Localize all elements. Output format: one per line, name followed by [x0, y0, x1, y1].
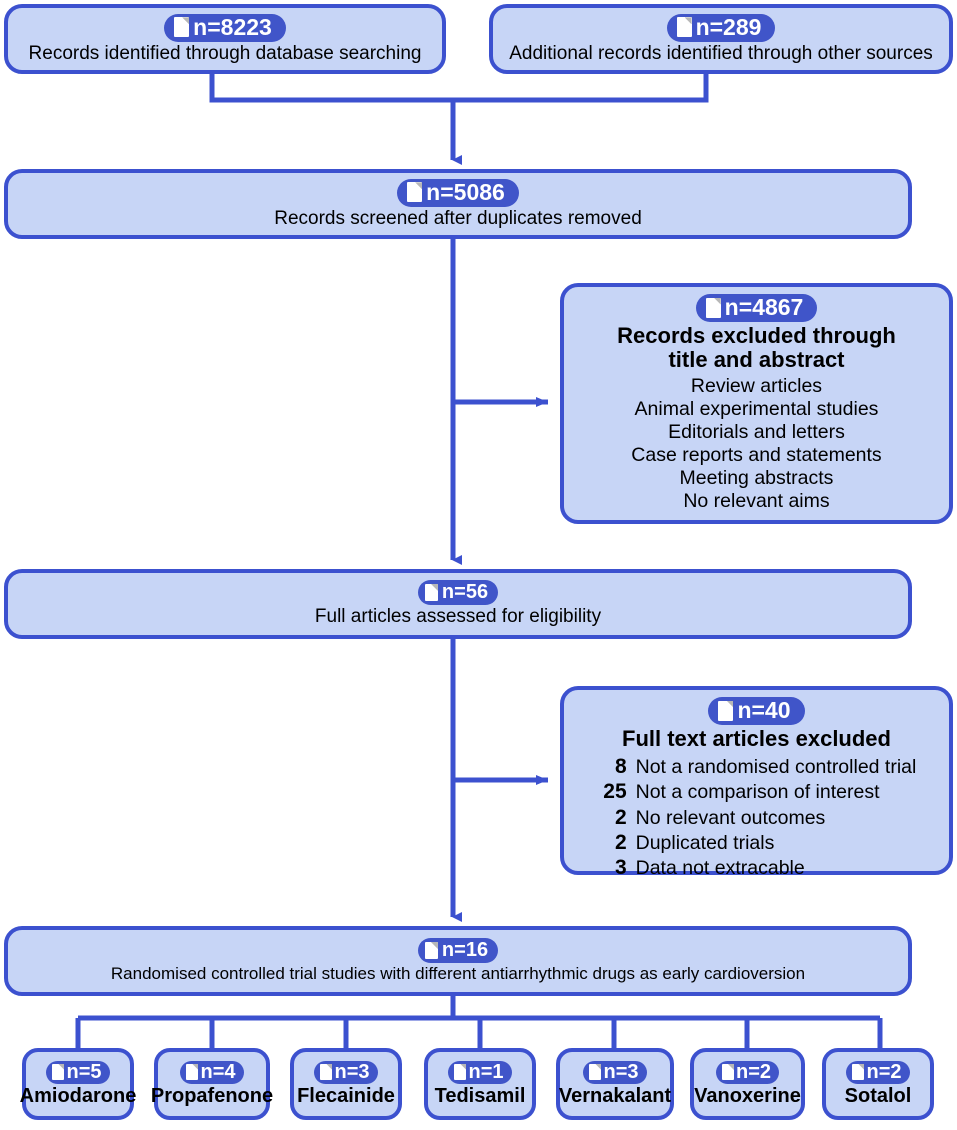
table-row: 2 Duplicated trials [597, 830, 917, 855]
document-icon [174, 17, 190, 38]
box-drug-vanoxerine: n=2 Vanoxerine [690, 1048, 805, 1120]
list-item: Animal experimental studies [634, 397, 879, 420]
box-caption: Full articles assessed for eligibility [314, 606, 602, 628]
box-caption: Randomised controlled trial studies with… [110, 964, 806, 984]
count-badge-drug: n=3 [583, 1061, 647, 1084]
document-icon [852, 1064, 865, 1080]
count-value: n=40 [737, 697, 791, 723]
drug-name: Vanoxerine [694, 1085, 801, 1107]
box-records-excluded-title-abstract: n=4867 Records excluded through title an… [560, 283, 953, 524]
excluded-heading: Records excluded through title and abstr… [617, 324, 896, 372]
document-icon [676, 17, 692, 38]
box-included-studies: n=16 Randomised controlled trial studies… [4, 926, 912, 996]
excluded-reason-table: 8 Not a randomised controlled trial 25 N… [597, 754, 917, 881]
box-drug-tedisamil: n=1 Tedisamil [424, 1048, 536, 1120]
count-value: n=3 [603, 1061, 639, 1083]
box-records-identified-other-sources: n=289 Additional records identified thro… [489, 4, 953, 74]
count-badge-screened: n=5086 [397, 178, 519, 207]
count-value: n=5 [66, 1061, 102, 1083]
box-caption: Additional records identified through ot… [509, 42, 933, 64]
box-drug-sotalol: n=2 Sotalol [822, 1048, 934, 1120]
count-value: n=16 [441, 939, 489, 962]
document-icon [52, 1064, 65, 1080]
box-full-articles-assessed: n=56 Full articles assessed for eligibil… [4, 569, 912, 639]
box-drug-flecainide: n=3 Flecainide [290, 1048, 402, 1120]
document-icon [705, 297, 721, 318]
table-row: 2 No relevant outcomes [597, 805, 917, 830]
count-badge-drug: n=1 [448, 1061, 512, 1084]
count-badge-excluded-full-text: n=40 [708, 697, 805, 725]
reason-label: Duplicated trials [635, 831, 775, 854]
reason-count: 3 [614, 856, 627, 880]
count-value: n=1 [468, 1061, 504, 1083]
reason-label: Not a randomised controlled trial [635, 755, 917, 778]
count-badge-full-articles: n=56 [417, 580, 499, 606]
drug-name: Amiodarone [19, 1085, 137, 1107]
box-caption: Records identified through database sear… [28, 42, 422, 64]
box-full-text-articles-excluded: n=40 Full text articles excluded 8 Not a… [560, 686, 953, 879]
list-item: Meeting abstracts [679, 466, 834, 489]
count-value: n=5086 [426, 178, 505, 205]
drug-name: Tedisamil [434, 1085, 526, 1107]
document-icon [721, 1064, 734, 1080]
excluded-reason-list: Review articles Animal experimental stud… [631, 375, 881, 513]
count-value: n=3 [334, 1061, 370, 1083]
document-icon [424, 583, 438, 601]
reason-label: No relevant outcomes [635, 806, 826, 829]
reason-count: 8 [614, 754, 627, 778]
count-badge-drug: n=4 [180, 1061, 244, 1084]
count-badge-included: n=16 [417, 938, 499, 964]
table-row: 8 Not a randomised controlled trial [597, 754, 917, 779]
count-value: n=8223 [193, 13, 272, 40]
document-icon [424, 941, 438, 959]
box-drug-propafenone: n=4 Propafenone [150, 1048, 274, 1120]
drug-name: Vernakalant [558, 1085, 672, 1107]
list-item: Case reports and statements [631, 443, 882, 466]
table-row: 3 Data not extracable [597, 855, 917, 880]
list-item: Editorials and letters [668, 420, 845, 443]
reason-label: Data not extracable [635, 857, 805, 880]
table-row: 25 Not a comparison of interest [597, 779, 917, 804]
count-value: n=56 [441, 581, 489, 604]
box-drug-vernakalant: n=3 Vernakalant [556, 1048, 674, 1120]
count-value: n=2 [866, 1061, 902, 1083]
excluded-heading-line2: title and abstract [668, 346, 845, 372]
count-value: n=289 [695, 13, 762, 40]
count-value: n=2 [735, 1061, 772, 1083]
drug-name: Propafenone [150, 1085, 274, 1107]
document-icon [454, 1064, 467, 1080]
count-badge-drug: n=5 [46, 1061, 110, 1084]
box-records-identified-database: n=8223 Records identified through databa… [4, 4, 446, 74]
document-icon [186, 1064, 199, 1080]
document-icon [589, 1064, 602, 1080]
box-records-screened: n=5086 Records screened after duplicates… [4, 169, 912, 239]
count-badge-drug: n=2 [715, 1061, 780, 1084]
count-badge-identified-other: n=289 [666, 13, 776, 42]
document-icon [407, 182, 423, 203]
box-drug-amiodarone: n=5 Amiodarone [19, 1048, 137, 1120]
count-badge-drug: n=3 [314, 1061, 378, 1084]
excluded-heading-line1: Records excluded through [617, 323, 896, 348]
document-icon [320, 1064, 333, 1080]
reason-count: 25 [603, 780, 627, 804]
drug-name: Flecainide [297, 1085, 395, 1107]
list-item: Review articles [690, 374, 823, 397]
count-badge-excluded-title-abstract: n=4867 [695, 294, 818, 322]
excluded-heading: Full text articles excluded [622, 726, 891, 751]
count-badge-identified-db: n=8223 [164, 13, 286, 42]
box-caption: Records screened after duplicates remove… [274, 207, 642, 229]
list-item: No relevant aims [683, 489, 830, 512]
reason-count: 2 [614, 830, 627, 854]
count-value: n=4867 [724, 294, 804, 320]
reason-label: Not a comparison of interest [635, 781, 880, 804]
count-badge-drug: n=2 [846, 1061, 910, 1084]
drug-name: Sotalol [844, 1085, 912, 1107]
document-icon [718, 700, 734, 721]
count-value: n=4 [200, 1061, 236, 1083]
reason-count: 2 [614, 805, 627, 829]
